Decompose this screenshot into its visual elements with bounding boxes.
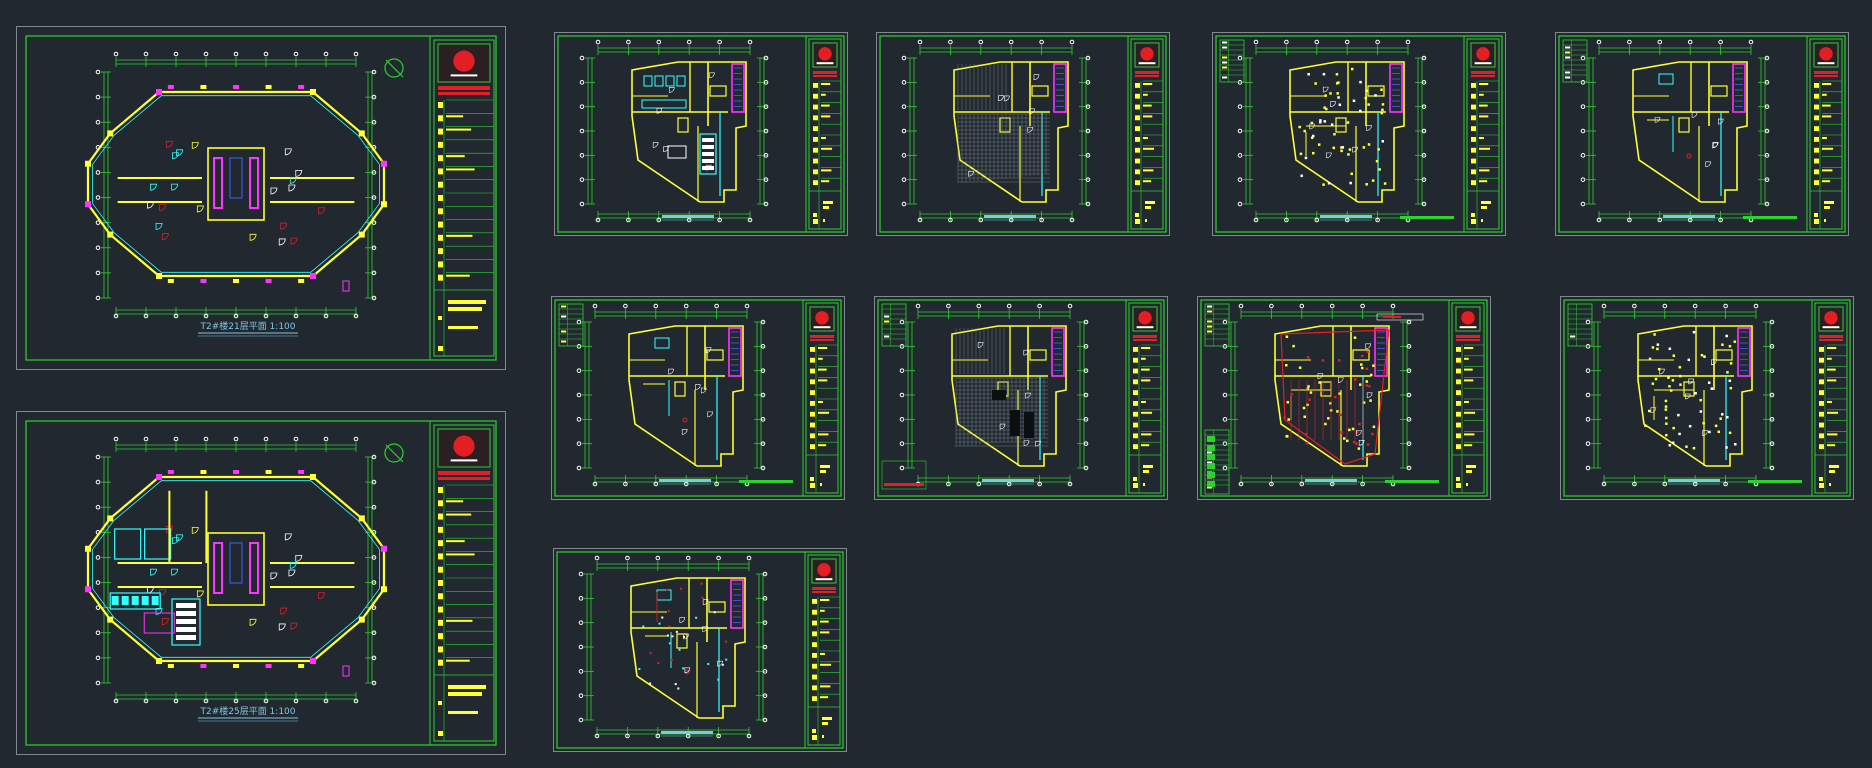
- sheet-content: [1197, 296, 1491, 500]
- logo-mark: [815, 311, 829, 325]
- sheet-content: [1560, 296, 1854, 500]
- sheet-graphic: [551, 296, 845, 500]
- logo-mark: [1140, 47, 1154, 61]
- sheet-graphic: [1560, 296, 1854, 500]
- sheet-content: T2#楼21层平面 1:100: [16, 26, 506, 370]
- sheet-content: [554, 32, 848, 236]
- sheet-graphic: T2#楼25层平面 1:100: [16, 411, 506, 755]
- sheet-graphic: [553, 548, 847, 752]
- drawing-sheet-floor-tiles[interactable]: [876, 32, 1170, 236]
- logo-mark: [817, 563, 831, 577]
- drawing-sheet-lighting[interactable]: [1560, 296, 1854, 500]
- drawing-sheet-walls-b[interactable]: [551, 296, 845, 500]
- drawing-sheet-21f-plan[interactable]: T2#楼21层平面 1:100: [16, 26, 506, 370]
- drawing-sheet-floor-dark[interactable]: [874, 296, 1168, 500]
- sheet-graphic: [1197, 296, 1491, 500]
- drawing-sheet-walls-c[interactable]: [553, 548, 847, 752]
- sheet-graphic: [876, 32, 1170, 236]
- logo-mark: [1476, 47, 1490, 61]
- drawing-sheet-ceiling[interactable]: [1212, 32, 1506, 236]
- sheet-content: [1555, 32, 1849, 236]
- sheet-caption: T2#楼21层平面 1:100: [199, 320, 295, 332]
- logo-mark: [1138, 311, 1152, 325]
- logo-mark: [453, 50, 475, 72]
- drawing-sheet-electrical[interactable]: [1197, 296, 1491, 500]
- logo-mark: [1461, 311, 1475, 325]
- sheet-content: T2#楼25层平面 1:100: [16, 411, 506, 755]
- sheet-content: [551, 296, 845, 500]
- logo-mark: [818, 47, 832, 61]
- sheet-graphic: [554, 32, 848, 236]
- logo-mark: [1824, 311, 1838, 325]
- sheet-graphic: T2#楼21层平面 1:100: [16, 26, 506, 370]
- drawing-sheet-walls-a[interactable]: [1555, 32, 1849, 236]
- sheet-graphic: [1212, 32, 1506, 236]
- drawing-sheet-furniture[interactable]: [554, 32, 848, 236]
- sheet-graphic: [874, 296, 1168, 500]
- drawing-sheet-25f-plan[interactable]: T2#楼25层平面 1:100: [16, 411, 506, 755]
- north-arrow-icon: [384, 443, 404, 463]
- north-arrow-icon: [384, 58, 404, 78]
- sheet-content: [874, 296, 1168, 500]
- sheet-caption: T2#楼25层平面 1:100: [199, 705, 295, 717]
- sheet-content: [876, 32, 1170, 236]
- sheet-content: [553, 548, 847, 752]
- logo-mark: [453, 435, 475, 457]
- sheet-graphic: [1555, 32, 1849, 236]
- sheet-content: [1212, 32, 1506, 236]
- logo-mark: [1819, 47, 1833, 61]
